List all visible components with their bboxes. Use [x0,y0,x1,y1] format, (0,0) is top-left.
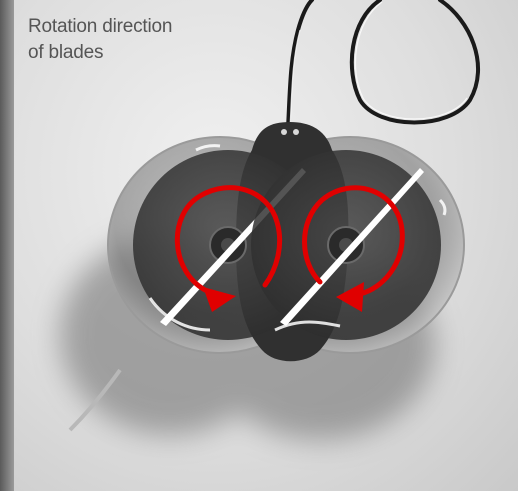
indicator-light-left [281,129,287,135]
caption-line-2: of blades [28,40,172,66]
caption-text: Rotation direction of blades [28,14,172,66]
indicator-light-right [293,129,299,135]
caption-line-1: Rotation direction [28,14,172,40]
power-cord [288,0,478,128]
power-cord-highlight [290,2,467,128]
